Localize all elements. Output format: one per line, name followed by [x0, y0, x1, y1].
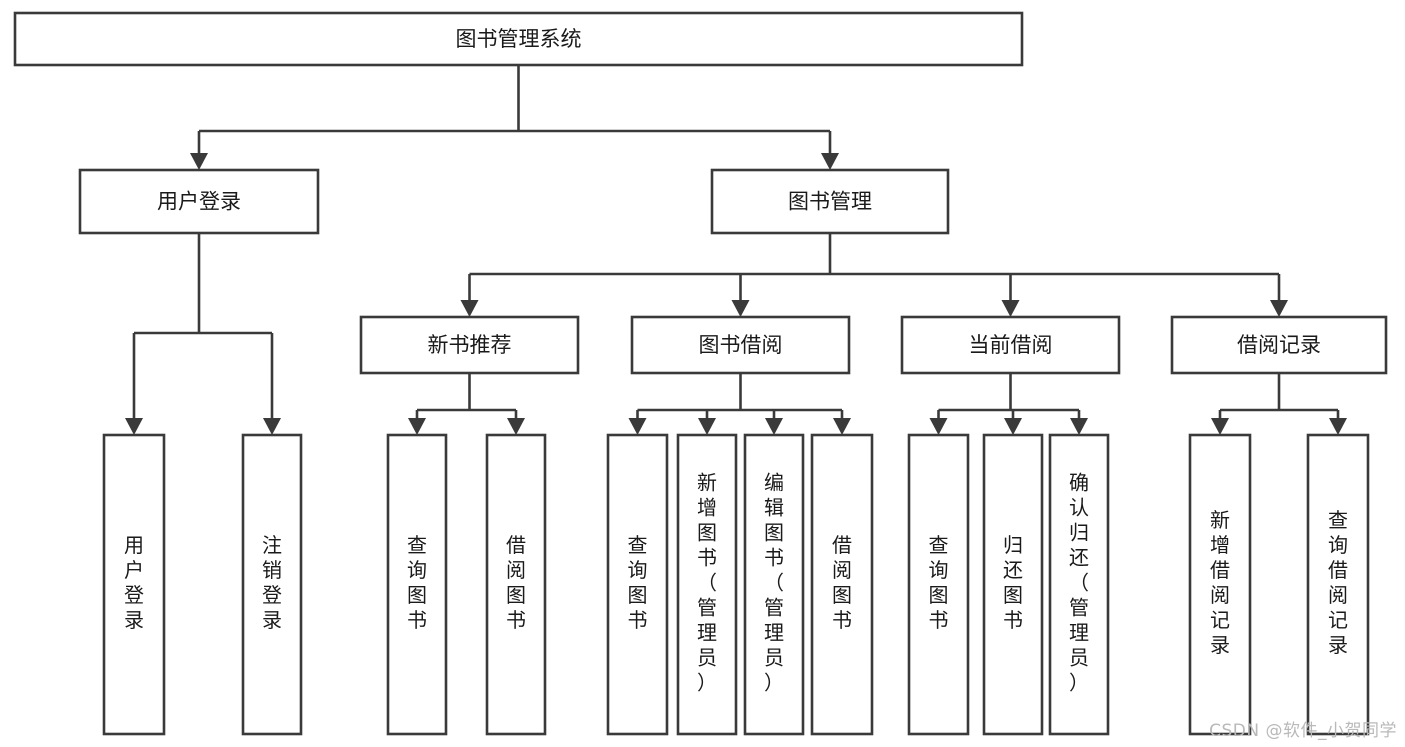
connector-layer — [125, 65, 1347, 435]
node-label-确认归还管理员: 确认归还（管理员） — [1069, 471, 1089, 695]
node-借阅记录[interactable]: 借阅记录 — [1170, 315, 1388, 375]
node-用户登录[interactable]: 用户登录 — [102, 433, 166, 736]
arrow-head-icon-l3-2-0 — [929, 418, 948, 435]
node-当前借阅[interactable]: 当前借阅 — [900, 315, 1121, 375]
node-label-查询借阅记录: 查询借阅记录 — [1328, 508, 1348, 657]
node-box-借阅记录 — [1170, 315, 1388, 375]
node-box-查询图书 — [907, 433, 970, 736]
node-layer: 用户登录图书管理新书推荐图书借阅当前借阅借阅记录用户登录注销登录查询图书借阅图书… — [13, 11, 1388, 736]
node-label-编辑图书管理员: 编辑图书（管理员） — [764, 471, 784, 695]
node-确认归还管理员[interactable]: 确认归还（管理员） — [1048, 433, 1110, 736]
arrow-head-icon-l3-1-0 — [628, 418, 647, 435]
node-box-借阅图书 — [485, 433, 547, 736]
node-box-当前借阅 — [900, 315, 1121, 375]
node-box-归还图书 — [982, 433, 1044, 736]
arrow-head-icon-l3-1-2 — [765, 418, 783, 435]
arrow-head-icon-l3-0-1 — [507, 418, 525, 435]
node-图书管理[interactable]: 图书管理 — [710, 168, 950, 235]
arrow-head-icon-user-login-1 — [263, 418, 281, 435]
node-label-归还图书: 归还图书 — [1003, 533, 1023, 632]
arrow-head-icon-l3-1-1 — [698, 418, 716, 435]
node-box-图书管理 — [710, 168, 950, 235]
node-注销登录[interactable]: 注销登录 — [241, 433, 303, 736]
arrow-head-icon-book-manage-2 — [1001, 300, 1020, 317]
arrow-head-icon-book-manage-0 — [460, 300, 479, 317]
node-label-新增图书管理员: 新增图书（管理员） — [697, 471, 717, 695]
node-label-查询图书: 查询图书 — [929, 533, 949, 632]
node-label-注销登录: 注销登录 — [262, 533, 282, 632]
node-查询图书[interactable]: 查询图书 — [606, 433, 669, 736]
node-label-借阅记录: 借阅记录 — [1237, 333, 1321, 357]
node-label-新书推荐: 新书推荐 — [428, 333, 512, 357]
node-label-用户登录: 用户登录 — [157, 190, 241, 214]
watermark-text: CSDN @软件_小贺同学 — [1209, 721, 1397, 741]
node-box-用户登录 — [102, 433, 166, 736]
node-新增图书管理员[interactable]: 新增图书（管理员） — [676, 433, 738, 736]
node-图书管理系统[interactable]: 图书管理系统 — [13, 11, 1024, 67]
node-借阅图书[interactable]: 借阅图书 — [810, 433, 874, 736]
node-box-查询图书 — [606, 433, 669, 736]
arrow-head-icon-root-0 — [190, 153, 208, 170]
node-查询图书[interactable]: 查询图书 — [386, 433, 448, 736]
node-借阅图书[interactable]: 借阅图书 — [485, 433, 547, 736]
node-新增借阅记录[interactable]: 新增借阅记录 — [1188, 433, 1252, 736]
node-label-用户登录: 用户登录 — [124, 533, 144, 632]
node-查询图书[interactable]: 查询图书 — [907, 433, 970, 736]
node-box-新书推荐 — [359, 315, 580, 375]
arrow-head-icon-l3-3-0 — [1211, 418, 1229, 435]
node-图书借阅[interactable]: 图书借阅 — [630, 315, 851, 375]
arrow-head-icon-l3-2-1 — [1004, 418, 1022, 435]
arrow-head-icon-l3-3-1 — [1329, 418, 1347, 435]
node-label-查询图书: 查询图书 — [628, 533, 648, 632]
node-label-借阅图书: 借阅图书 — [832, 533, 852, 632]
node-新书推荐[interactable]: 新书推荐 — [359, 315, 580, 375]
node-label-图书管理系统: 图书管理系统 — [456, 27, 582, 51]
node-label-图书管理: 图书管理 — [788, 190, 872, 214]
node-查询借阅记录[interactable]: 查询借阅记录 — [1306, 433, 1370, 736]
node-用户登录[interactable]: 用户登录 — [78, 168, 320, 235]
arrow-head-icon-l3-2-2 — [1070, 418, 1088, 435]
arrow-head-icon-l3-0-0 — [408, 418, 426, 435]
node-归还图书[interactable]: 归还图书 — [982, 433, 1044, 736]
node-label-查询图书: 查询图书 — [407, 533, 427, 632]
node-box-确认归还管理员 — [1048, 433, 1110, 736]
node-box-查询图书 — [386, 433, 448, 736]
node-box-注销登录 — [241, 433, 303, 736]
arrow-head-icon-book-manage-3 — [1270, 300, 1288, 317]
node-box-新增借阅记录 — [1188, 433, 1252, 736]
node-box-查询借阅记录 — [1306, 433, 1370, 736]
node-label-借阅图书: 借阅图书 — [506, 533, 526, 632]
node-box-借阅图书 — [810, 433, 874, 736]
node-box-用户登录 — [78, 168, 320, 235]
arrow-head-icon-user-login-0 — [125, 418, 143, 435]
node-box-新增图书管理员 — [676, 433, 738, 736]
node-box-编辑图书管理员 — [743, 433, 805, 736]
arrow-head-icon-book-manage-1 — [731, 300, 750, 317]
node-box-图书管理系统 — [13, 11, 1024, 67]
arrow-head-icon-l3-1-3 — [833, 418, 851, 435]
node-box-图书借阅 — [630, 315, 851, 375]
node-编辑图书管理员[interactable]: 编辑图书（管理员） — [743, 433, 805, 736]
node-label-图书借阅: 图书借阅 — [699, 333, 783, 357]
node-label-当前借阅: 当前借阅 — [969, 333, 1053, 357]
arrow-head-icon-root-1 — [821, 153, 839, 170]
node-label-新增借阅记录: 新增借阅记录 — [1210, 508, 1230, 657]
